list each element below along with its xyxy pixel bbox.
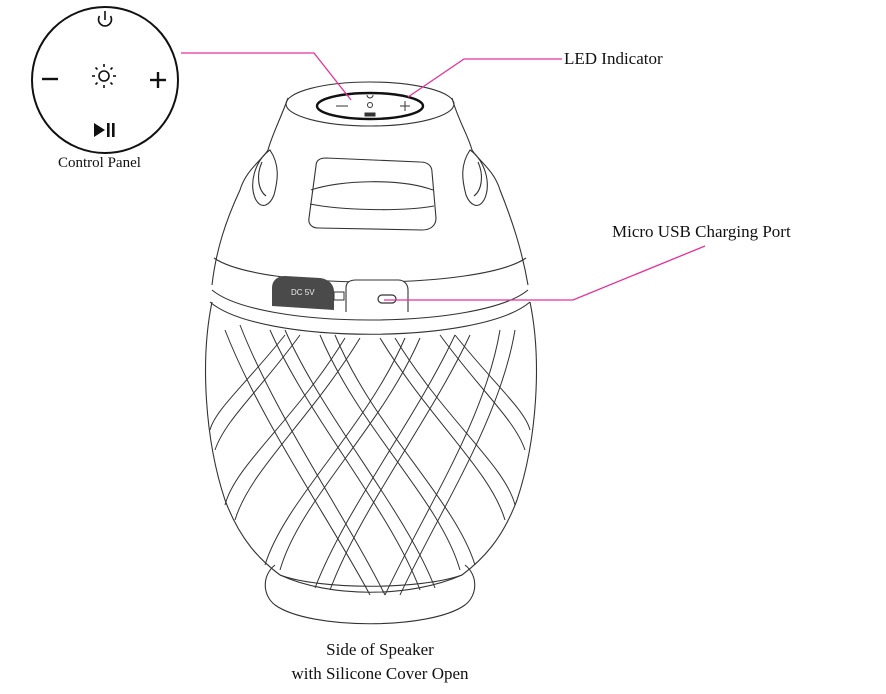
caption-line-2: with Silicone Cover Open xyxy=(291,664,469,683)
lattice-pattern xyxy=(209,324,531,596)
led-indicator-leader xyxy=(407,58,562,98)
plus-icon xyxy=(150,72,166,88)
speaker-body xyxy=(205,81,537,593)
speaker-base xyxy=(264,564,476,625)
micro-usb-leader xyxy=(384,245,706,301)
micro-usb-label: Micro USB Charging Port xyxy=(612,222,791,241)
power-icon xyxy=(97,11,113,27)
control-panel-detail xyxy=(31,6,179,154)
sun-icon xyxy=(92,64,116,88)
speaker-top-icons xyxy=(336,94,410,117)
play-pause-icon xyxy=(94,123,115,137)
micro-usb-port xyxy=(377,294,397,304)
dc-5v-label: DC 5V xyxy=(291,288,315,297)
leader-lines xyxy=(181,52,706,301)
figure-caption: Side of Speaker with Silicone Cover Open xyxy=(260,638,500,686)
led-indicator-label: LED Indicator xyxy=(564,49,663,68)
control-panel-leader xyxy=(181,52,352,101)
control-panel-label: Control Panel xyxy=(58,155,141,171)
dc-port-cover xyxy=(272,276,409,312)
caption-line-1: Side of Speaker xyxy=(326,640,434,659)
